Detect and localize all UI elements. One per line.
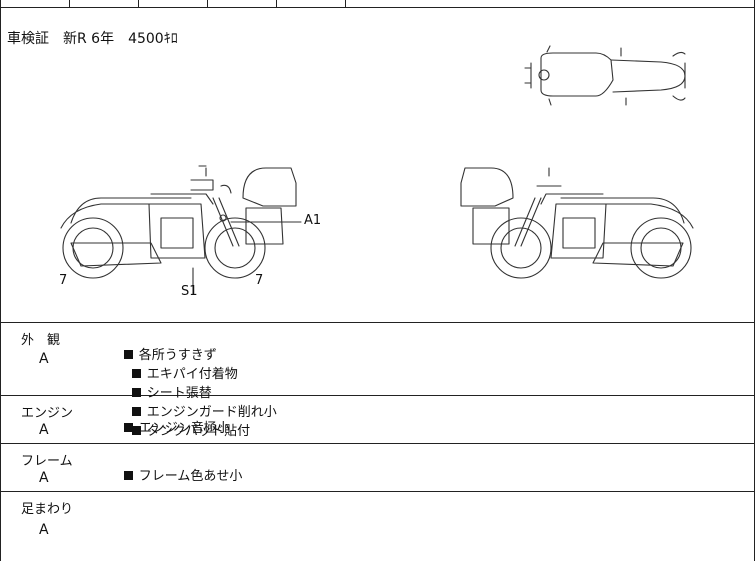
- damage-diagram-section: 車検証 新R 6年 4500ｷﾛ: [1, 8, 754, 323]
- inspection-info: 車検証 新R 6年 4500ｷﾛ: [7, 31, 178, 47]
- bullet-mark: [123, 423, 133, 432]
- bullet-mark: [123, 471, 133, 480]
- bullet-mark: [123, 350, 133, 359]
- bullet-mark: [131, 407, 141, 416]
- remark-item: エキパイ付着物: [146, 367, 238, 382]
- remark-item: 各所うすきず: [138, 348, 217, 363]
- remark-item: フレーム色あせ小: [138, 469, 243, 484]
- remarks: エンジン音極小: [99, 402, 230, 451]
- row-name: フレーム: [21, 454, 73, 469]
- remarks: 各所うすきず エキパイ付着物 シート張替 エンジンガード削れ小 タンクパッド貼付: [99, 329, 277, 454]
- header-cell: [70, 0, 139, 7]
- damage-label: S1: [181, 284, 198, 299]
- damage-label: 7: [255, 273, 264, 288]
- motorcycle-left-view: [60, 165, 297, 279]
- header-table-strip: [1, 0, 754, 8]
- evaluation-row-frame: フレーム A フレーム色あせ小: [1, 444, 754, 492]
- grade: A: [39, 470, 49, 486]
- motorcycle-top-view: [524, 45, 686, 106]
- evaluation-row-exterior: 外 観 A 各所うすきず エキパイ付着物 シート張替 エンジンガード削れ小 タン…: [1, 323, 754, 439]
- motorcycle-diagram: [60, 45, 694, 295]
- remark-item: シート張替: [146, 386, 212, 401]
- remark-item: タンクパッド貼付: [146, 424, 251, 439]
- evaluation-row-engine: エンジン A エンジン音極小: [1, 396, 754, 444]
- remarks: フレーム色あせ小: [99, 450, 242, 499]
- remark-item: エンジンガード削れ小: [146, 405, 277, 420]
- bullet-mark: [131, 426, 141, 435]
- grade: A: [39, 351, 49, 367]
- row-name: 外 観: [21, 333, 61, 348]
- motorcycle-right-view: [460, 167, 694, 279]
- header-cell: [277, 0, 346, 7]
- evaluation-row-suspension: 足まわり A: [1, 492, 754, 561]
- header-cell: [139, 0, 208, 7]
- remark-item: エンジン音極小: [138, 421, 230, 436]
- bullet-mark: [131, 369, 141, 378]
- row-name: エンジン: [21, 406, 74, 421]
- damage-label: A1: [304, 213, 322, 228]
- header-cell: [1, 0, 70, 7]
- damage-label: 7: [59, 273, 68, 288]
- header-cell: [208, 0, 277, 7]
- grade: A: [39, 422, 49, 438]
- bullet-mark: [131, 388, 141, 397]
- grade: A: [39, 522, 49, 538]
- row-name: 足まわり: [21, 502, 74, 517]
